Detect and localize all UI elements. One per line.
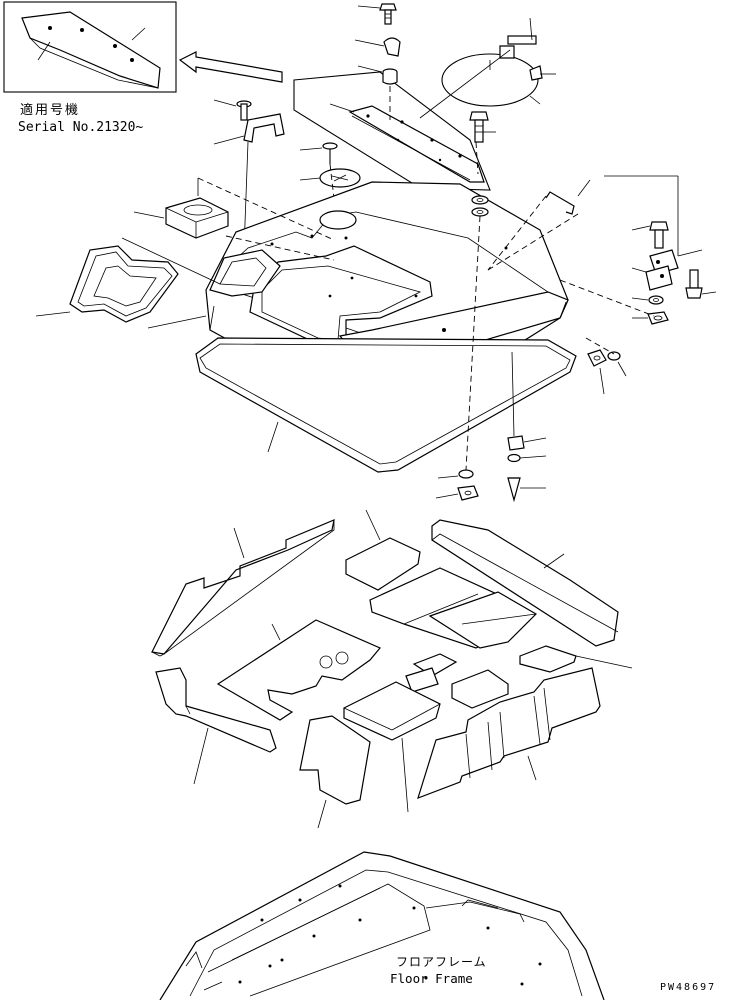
washer-icon <box>507 453 547 463</box>
hex-bolt-icon <box>631 221 669 249</box>
floor-frame-label-jp: フロアフレーム <box>396 955 487 969</box>
inset-applicable-label: 適用号機 <box>20 102 80 118</box>
cover-seal-ring <box>195 337 577 473</box>
inset-serial-label: Serial No.21320~ <box>18 120 143 135</box>
pad-block-icon <box>133 197 229 239</box>
nut-icon <box>587 349 607 395</box>
nut-icon <box>632 311 669 325</box>
clip-icon <box>507 435 547 451</box>
insulation-mid-pads <box>343 653 509 741</box>
long-bolt-icon <box>469 111 489 175</box>
drawing-number: PW48697 <box>660 982 716 993</box>
vent-cap-icon <box>299 168 361 188</box>
collar-icon <box>357 65 398 85</box>
insulation-center-block <box>345 509 537 649</box>
bracket-panel-group <box>293 71 496 191</box>
rivet-icon <box>507 477 546 503</box>
screw-icon <box>213 99 252 121</box>
insulation-pad-right <box>431 519 619 647</box>
inset-arrow-icon <box>178 51 283 83</box>
insulation-floor-mat <box>216 619 381 721</box>
leader-line <box>267 421 279 453</box>
washer-icon <box>471 195 489 217</box>
insulation-front-strips <box>401 667 601 813</box>
nut-icon <box>435 485 479 501</box>
insulation-pad-left <box>151 519 335 657</box>
washer-icon <box>607 351 627 377</box>
left-gasket <box>35 237 221 323</box>
washer-icon <box>631 295 664 305</box>
wire-harness-icon <box>487 179 591 271</box>
insulation-small-pad <box>519 645 633 673</box>
detail-circle <box>419 17 556 119</box>
clip-icon <box>354 37 401 57</box>
rivet-icon <box>299 142 338 164</box>
hex-bolt-icon <box>685 269 717 299</box>
leader-line <box>147 315 207 329</box>
bracket-plate-group <box>604 175 703 291</box>
floor-frame-label-en: Floor Frame <box>390 971 473 986</box>
floor-frame <box>159 851 605 1001</box>
leader-line <box>465 215 481 471</box>
insulation-corner-pad <box>299 715 371 829</box>
insulation-side-pad <box>155 667 277 785</box>
washer-icon <box>437 469 474 479</box>
inset-box <box>3 1 177 93</box>
bolt-icon <box>357 3 397 25</box>
